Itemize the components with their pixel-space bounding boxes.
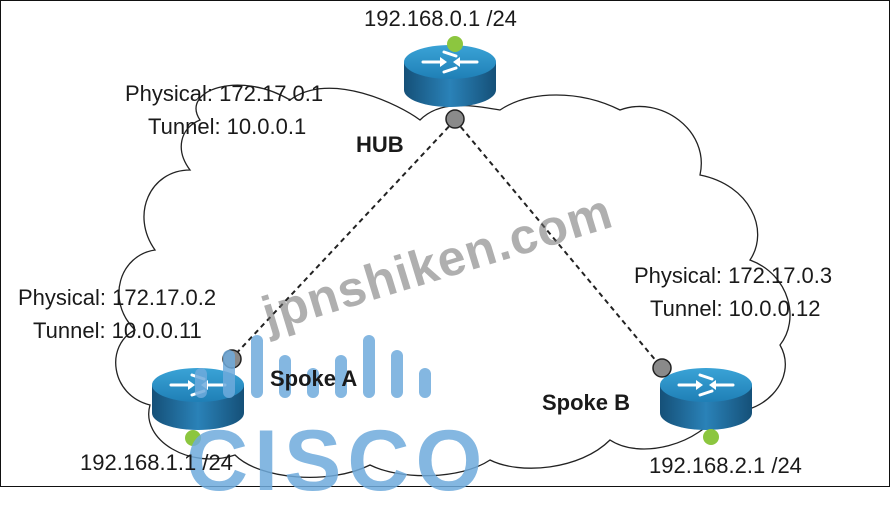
hub-lan-interface-dot	[447, 36, 463, 52]
hub-lan-address: 192.168.0.1 /24	[364, 6, 517, 31]
cisco-logo-bars	[195, 335, 431, 398]
spoke-a-tunnel-address: Tunnel: 10.0.0.11	[33, 318, 202, 343]
hub-tunnel-interface-dot	[445, 109, 465, 129]
network-diagram	[115, 36, 791, 478]
spoke-a-physical-address: Physical: 172.17.0.2	[18, 285, 217, 310]
diagram-frame	[0, 0, 890, 487]
hub-router-icon[interactable]	[404, 45, 496, 107]
spoke-b-lan-interface-dot	[703, 429, 719, 445]
hub-tunnel-address: Tunnel: 10.0.0.1	[148, 114, 307, 139]
tunnel-hub-spoke-a	[231, 119, 456, 359]
hub-name-label: HUB	[356, 132, 404, 157]
spoke-b-tunnel-interface-dot	[652, 358, 672, 378]
spoke-b-name-label: Spoke B	[542, 390, 631, 415]
spoke-b-physical-address: Physical: 172.17.0.3	[634, 263, 833, 288]
spoke-a-name-label: Spoke A	[270, 366, 358, 391]
hub-physical-address: Physical: 172.17.0.1	[125, 81, 324, 106]
spoke-b-lan-address: 192.168.2.1 /24	[649, 453, 802, 478]
spoke-b-router-icon[interactable]	[660, 368, 752, 430]
cloud-outline	[115, 84, 791, 478]
spoke-a-lan-interface-dot	[185, 430, 201, 446]
spoke-a-lan-address: 192.168.1.1 /24	[80, 450, 233, 475]
spoke-b-tunnel-address: Tunnel: 10.0.0.12	[650, 296, 821, 321]
